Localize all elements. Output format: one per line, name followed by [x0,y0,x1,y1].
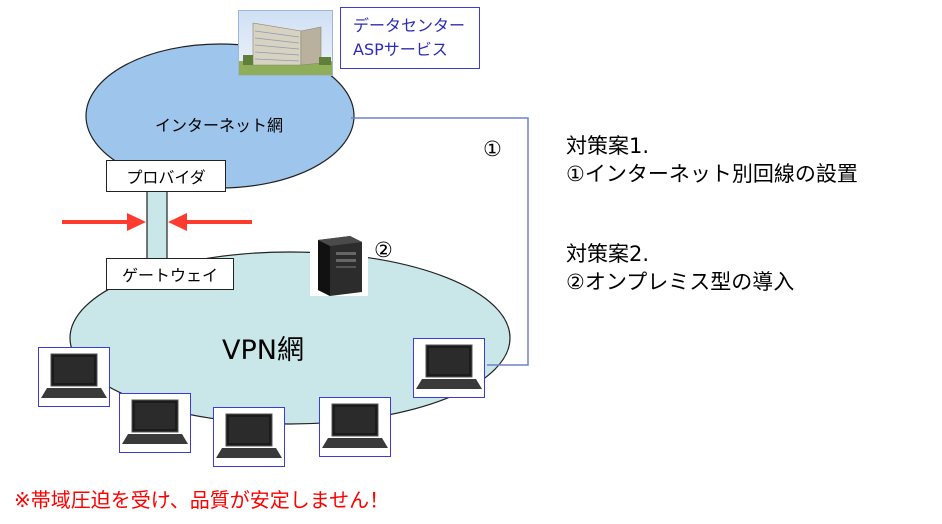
laptop-icon [119,393,191,453]
countermeasure-1-text: ①インターネット別回線の設置 [566,162,858,186]
bandwidth-squeeze-arrows [62,213,252,231]
provider-gateway-link [146,185,168,261]
bandwidth-warning: ※帯域圧迫を受け、品質が安定しません！ [14,488,390,512]
server-icon [310,234,368,296]
vpn-network-label: VPN網 [222,335,304,366]
countermeasure-1-title: 対策案1. [566,134,650,158]
laptop-icon [213,407,285,467]
laptop-icon [319,397,391,457]
countermeasure-1: 対策案1. ①インターネット別回線の設置 [566,132,858,188]
datacenter-label-line2: ASPサービス [353,40,448,59]
dedicated-line-connector [351,117,529,366]
marker-one: ① [483,137,502,161]
provider-label: プロバイダ [126,168,206,187]
gateway-box: ゲートウェイ [106,258,234,290]
marker-two: ② [374,238,393,262]
datacenter-label-line1: データセンター [353,16,466,35]
countermeasure-2-title: 対策案2. [566,242,650,266]
laptop-icon [38,347,110,407]
countermeasure-2-text: ②オンプレミス型の導入 [566,270,795,294]
vpn-network-ellipse [69,251,511,425]
laptop-icon [413,338,485,398]
internet-network-label: インターネット網 [155,116,284,135]
gateway-label: ゲートウェイ [121,266,218,285]
datacenter-building-image [238,10,333,76]
provider-box: プロバイダ [106,160,226,192]
datacenter-label-box: データセンター ASPサービス [340,7,480,69]
countermeasure-2: 対策案2. ②オンプレミス型の導入 [566,240,794,296]
